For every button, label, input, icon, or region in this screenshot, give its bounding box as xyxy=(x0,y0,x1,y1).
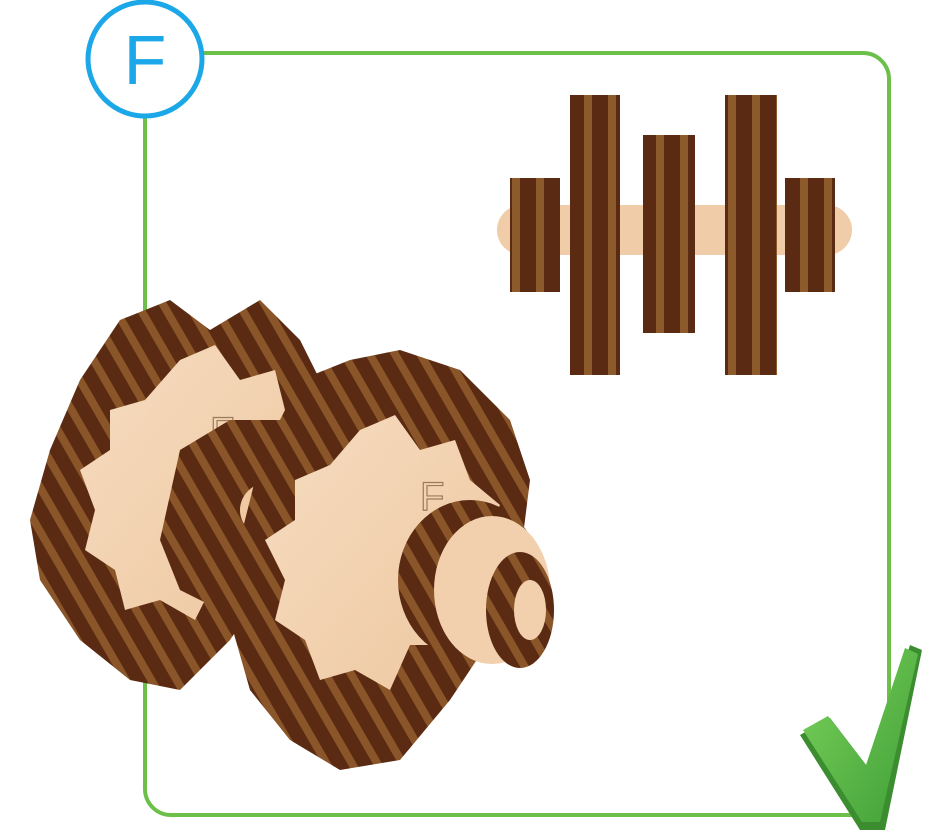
checkmark-icon xyxy=(800,645,922,830)
front-spacer xyxy=(398,500,554,668)
gear-large-left xyxy=(570,95,620,375)
spacer-right xyxy=(785,178,835,292)
gear-small-center xyxy=(643,135,695,333)
isometric-gear-assembly: F F xyxy=(30,300,554,770)
gear-large-right xyxy=(725,95,777,375)
step-badge: F xyxy=(85,0,205,119)
step-label: F xyxy=(124,21,167,99)
top-view-assembly xyxy=(497,95,852,375)
spacer-left xyxy=(510,178,560,292)
